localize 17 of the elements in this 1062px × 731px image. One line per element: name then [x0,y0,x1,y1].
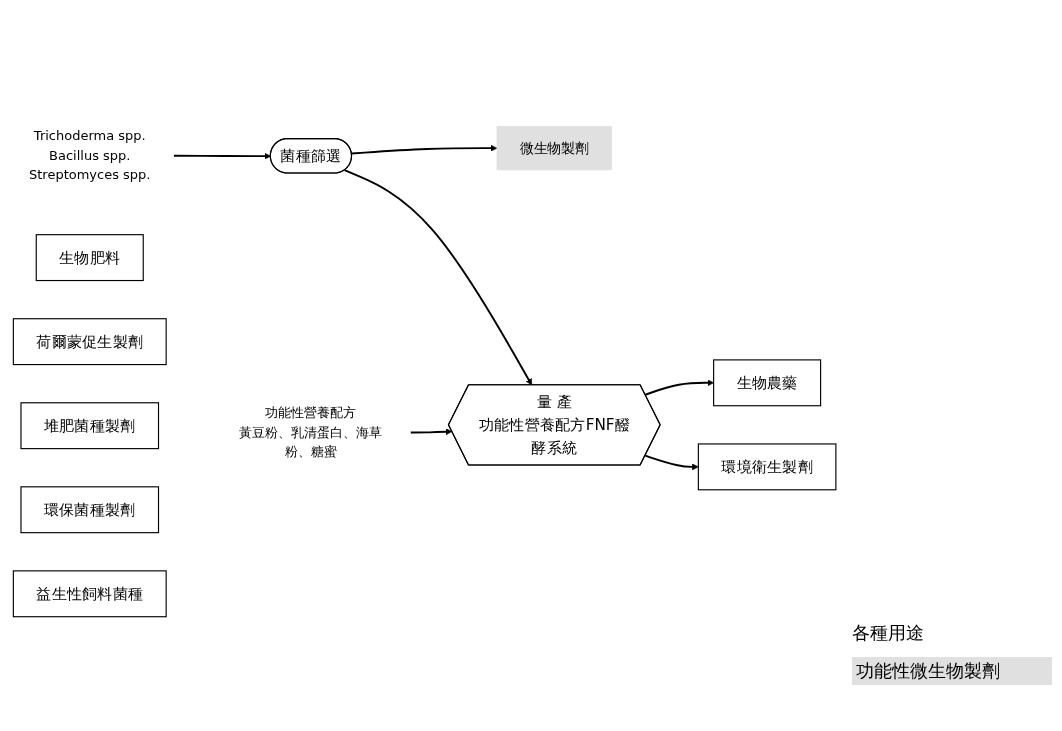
arrow [172,152,271,160]
node-box: 荷爾蒙促生製劑 [12,317,167,365]
node-text: 功能性營養配方 黃豆粉、乳清蛋白、海草粉、糖蜜 [239,404,383,459]
arrow [343,168,533,385]
note-text: 功能性微生物製劑 [852,657,1052,685]
node-box: 微生物製劑 [496,125,612,170]
arrow [644,454,699,470]
node-box: 堆肥菌種製劑 [20,401,160,449]
arrow [409,428,453,435]
node-box: 生物農藥 [713,358,822,406]
node-box: 益生性飼料菌種 [12,569,167,617]
node-box: 環境衛生製劑 [697,442,837,490]
node-box: 環保菌種製劑 [20,485,160,533]
node-text: Trichoderma spp. Bacillus spp. Streptomyces spp. [29,127,151,182]
node-box: 生物肥料 [35,233,144,281]
arrow [644,379,714,396]
note-text: 各種用途 [852,621,925,645]
